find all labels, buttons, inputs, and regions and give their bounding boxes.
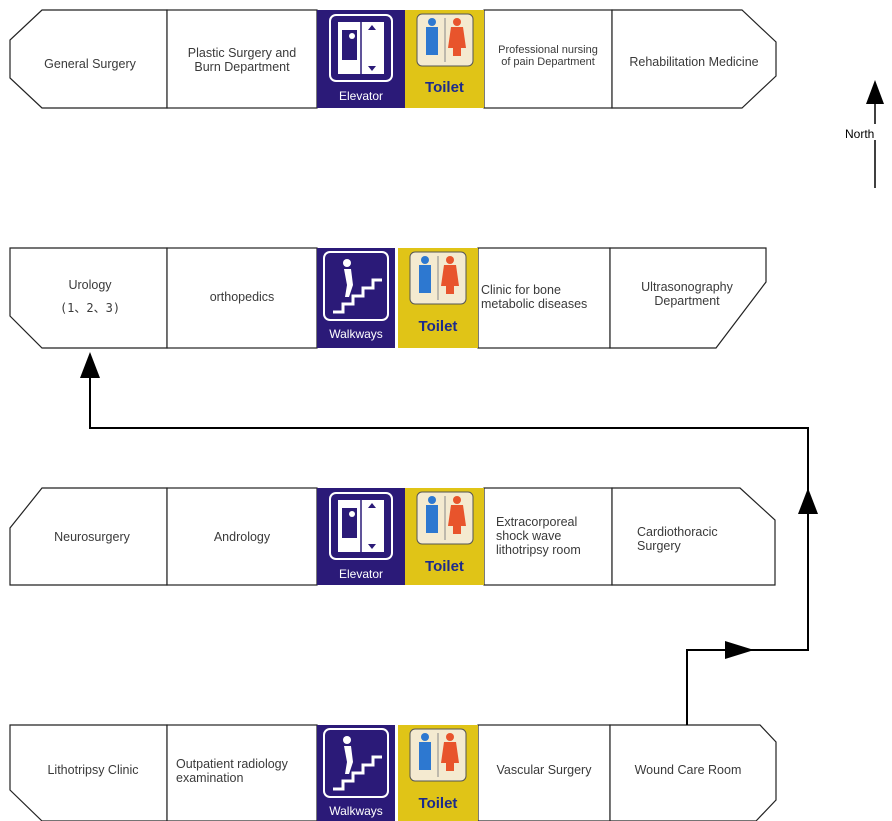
label-urology: Urology [68,278,112,292]
room-radiology [166,724,318,821]
north-label: North [845,127,875,141]
walkways-1 [317,248,395,348]
route-arrow-right [725,641,754,659]
stairs-person-icon [323,728,389,798]
toilet-1 [405,10,484,108]
toilet-2 [398,248,478,348]
label-neurosurgery: Neurosurgery [54,530,130,544]
room-rehabilitation [611,9,777,109]
row-2 [9,247,767,349]
label-rehabilitation: Rehabilitation Medicine [629,55,759,69]
room-ultrasonography [609,247,767,349]
room-lithotripsy-clinic [9,724,168,821]
stairs-person-icon [323,251,389,321]
toilet-3 [405,488,484,585]
row-3 [9,487,776,586]
label-wound-care: Wound Care Room [634,763,742,777]
room-cardiothoracic [611,487,776,586]
elevator-caption: Elevator [338,567,384,581]
route-path [89,358,809,725]
label-cardiothoracic: Cardiothoracic Surgery [637,525,718,553]
elevator-icon [329,14,393,82]
label-plastic-surgery: Plastic Surgery and Burn Department [187,46,297,74]
room-orthopedics [166,247,318,349]
room-andrology [166,487,318,586]
label-andrology: Andrology [213,530,271,544]
north-arrow-icon [846,80,892,188]
label-orthopedics: orthopedics [209,290,275,304]
label-eswl: Extracorporeal shock wave lithotripsy ro… [496,515,581,557]
label-radiology: Outpatient radiology examination [176,757,288,785]
route-arrow-up-right [798,488,818,514]
toilet-caption: Toilet [418,795,458,812]
label-general-surgery: General Surgery [44,57,136,71]
route-arrow-up-urology [80,352,100,378]
room-neurosurgery [9,487,168,586]
toilet-4 [398,725,478,821]
label-lithotripsy-clinic: Lithotripsy Clinic [47,763,139,777]
room-plastic-surgery [166,9,318,109]
label-pain-nursing: Professional nursing of pain Department [498,44,598,68]
row-4 [9,724,777,821]
label-urology-sub: (1、2、3) [59,301,121,315]
room-vascular-surgery [477,724,611,821]
elevator-icon [329,492,393,560]
toilet-caption: Toilet [425,558,464,575]
toilet-caption: Toilet [418,318,458,335]
elevator-caption: Elevator [338,89,384,103]
room-eswl [483,487,613,586]
walkways-2 [317,725,395,821]
room-urology [9,247,168,349]
elevator-1 [317,10,405,108]
walkways-caption: Walkways [329,804,383,818]
room-wound-care [609,724,777,821]
elevator-2 [317,488,405,585]
label-ultrasonography: Ultrasonography Department [641,280,733,308]
walkways-caption: Walkways [329,327,383,341]
toilet-caption: Toilet [425,79,464,96]
label-vascular-surgery: Vascular Surgery [496,763,592,777]
row-1 [9,9,777,109]
label-bone-metabolic: Clinic for bone metabolic diseases [481,283,588,311]
